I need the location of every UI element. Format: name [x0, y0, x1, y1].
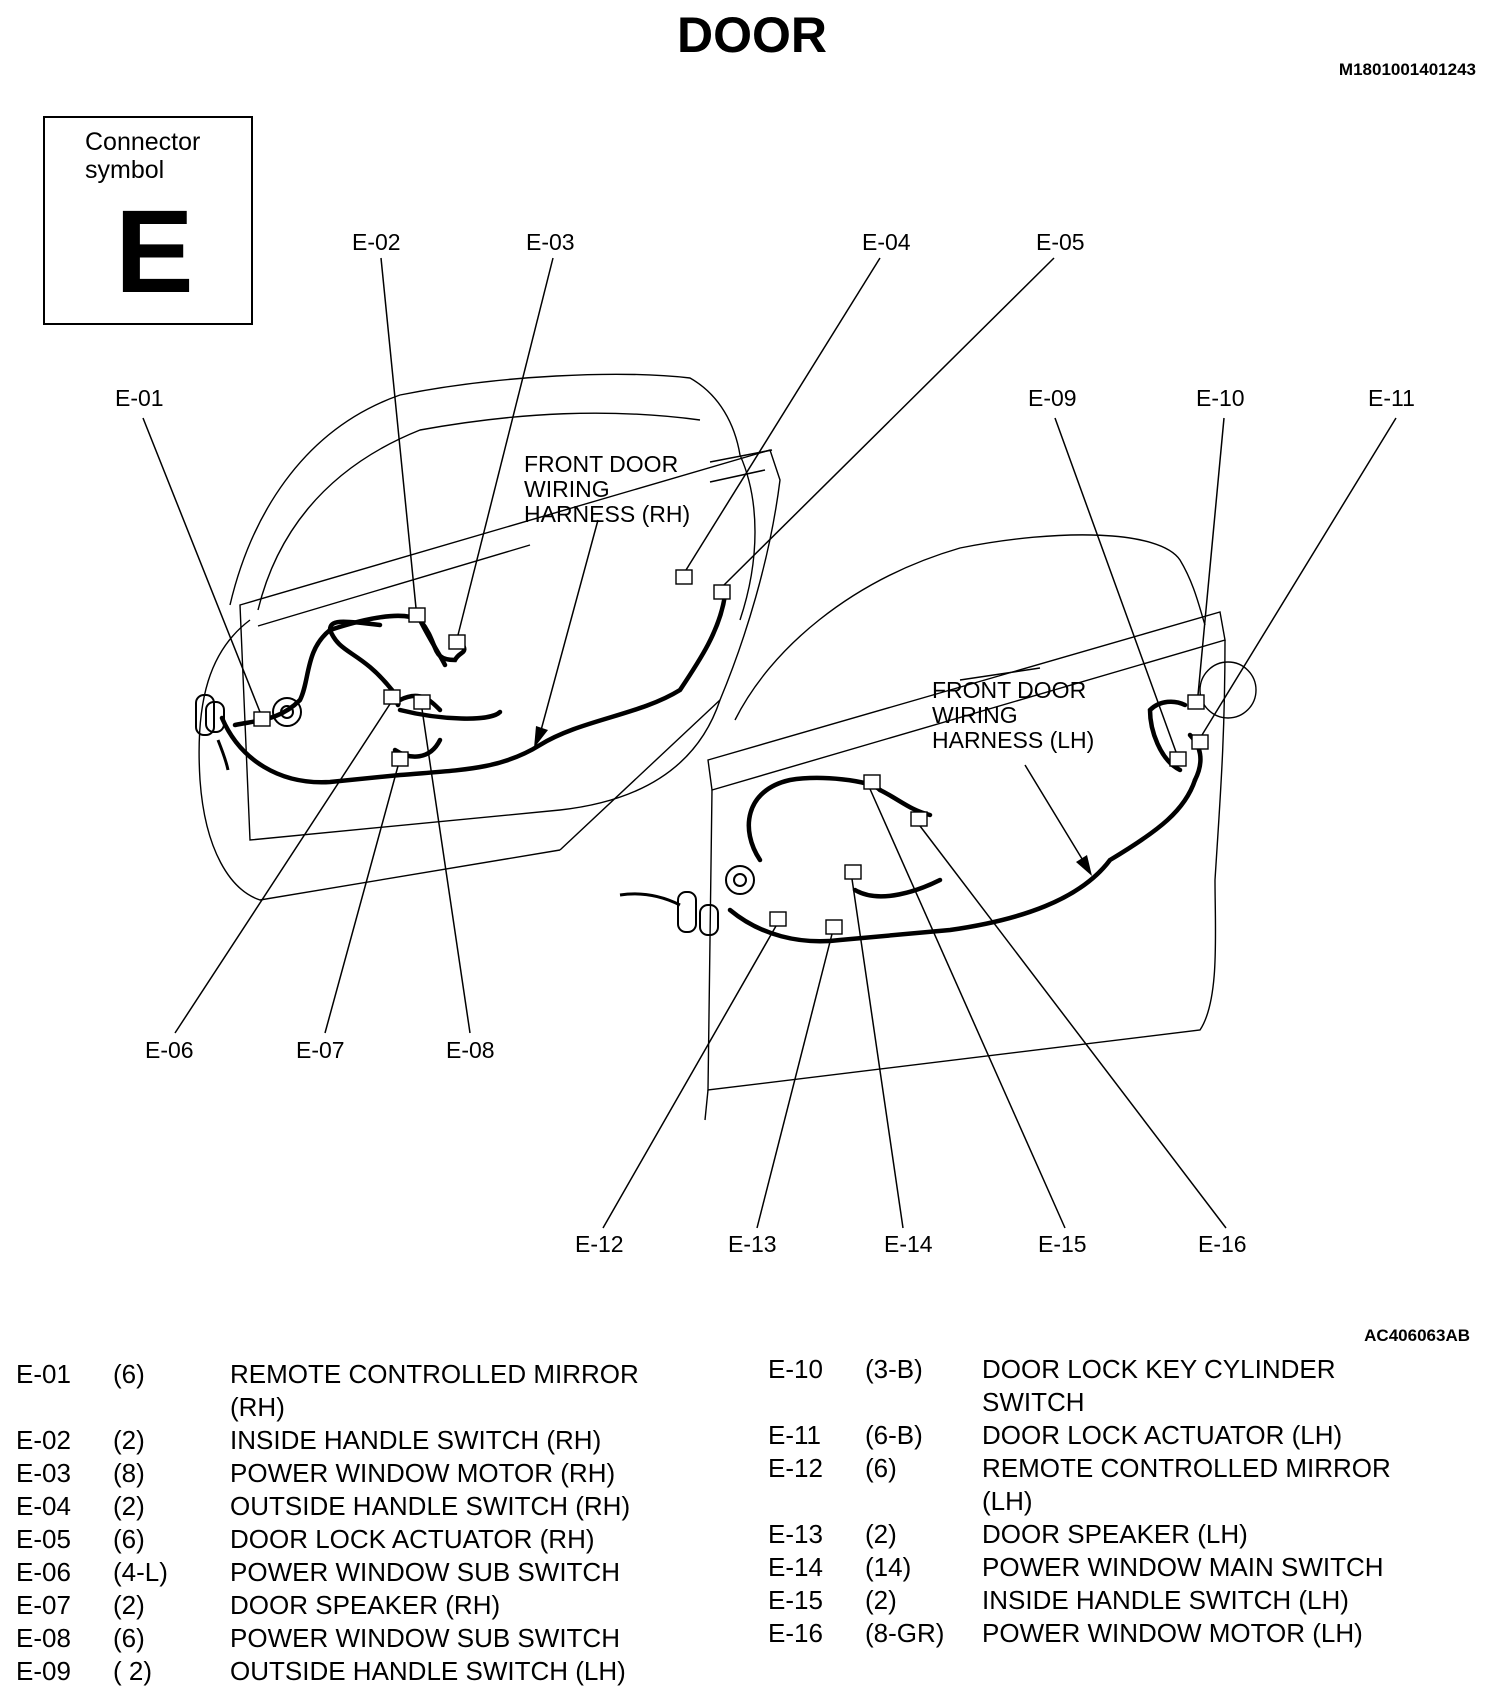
legend-row: E-09 ( 2) OUTSIDE HANDLE SWITCH (LH): [16, 1656, 626, 1686]
harness-label-rh: FRONT DOOR WIRING HARNESS (RH): [524, 451, 690, 527]
figure-id: AC406063AB: [1364, 1326, 1470, 1345]
connector-e05: [713, 584, 731, 600]
legend-row: E-06 (4-L) POWER WINDOW SUB SWITCH: [16, 1557, 620, 1587]
svg-text:FRONT DOOR: FRONT DOOR: [524, 451, 678, 477]
document-id: M1801001401243: [1338, 60, 1476, 79]
svg-text:FRONT DOOR: FRONT DOOR: [932, 677, 1086, 703]
rh-door-outline: [198, 373, 781, 901]
connector-e03: [448, 634, 466, 650]
connector-symbol-letter: E: [115, 186, 194, 318]
callout-e09: E-09: [1028, 385, 1077, 411]
callout-e06: E-06: [145, 1037, 194, 1063]
connector-legend-left: E-01 (6) REMOTE CONTROLLED MIRROR (RH) E…: [16, 1358, 690, 1688]
leader-lines: [142, 257, 1397, 1229]
legend-row: E-08 (6) POWER WINDOW SUB SWITCH: [16, 1623, 620, 1653]
callout-e15: E-15: [1038, 1231, 1087, 1257]
connector-e09: [1169, 751, 1187, 767]
connector-markers: [253, 569, 1209, 935]
callout-e03: E-03: [526, 229, 575, 255]
connector-e02: [408, 607, 426, 623]
legend-row: E-02 (2) INSIDE HANDLE SWITCH (RH): [16, 1425, 602, 1455]
connector-e01: [253, 711, 271, 727]
callout-e10: E-10: [1196, 385, 1245, 411]
connector-e16: [910, 811, 928, 827]
legend-row: E-14 (14) POWER WINDOW MAIN SWITCH: [768, 1552, 1384, 1582]
lh-wiring-harness: [727, 699, 1203, 944]
callout-e07: E-07: [296, 1037, 345, 1063]
legend-row: E-15 (2) INSIDE HANDLE SWITCH (LH): [768, 1585, 1349, 1615]
page-title: DOOR: [677, 7, 827, 63]
callout-e14: E-14: [884, 1231, 933, 1257]
callout-e11: E-11: [1368, 385, 1415, 411]
callout-e13: E-13: [728, 1231, 777, 1257]
harness-label-lh: FRONT DOOR WIRING HARNESS (LH): [932, 677, 1094, 753]
legend-row: E-07 (2) DOOR SPEAKER (RH): [16, 1590, 501, 1620]
callout-e16: E-16: [1198, 1231, 1247, 1257]
connector-legend-right: E-10 (3-B) DOOR LOCK KEY CYLINDER SWITCH…: [768, 1353, 1412, 1650]
legend-row: E-05 (6) DOOR LOCK ACTUATOR (RH): [16, 1524, 595, 1554]
svg-text:HARNESS (LH): HARNESS (LH): [932, 727, 1094, 753]
legend-row: E-13 (2) DOOR SPEAKER (LH): [768, 1519, 1248, 1549]
legend-row: E-03 (8) POWER WINDOW MOTOR (RH): [16, 1458, 616, 1488]
harness-arrows: [534, 726, 1092, 876]
callout-e02: E-02: [352, 229, 401, 255]
legend-row: E-12 (6) REMOTE CONTROLLED MIRROR (LH): [768, 1453, 1391, 1516]
connector-symbol-label: Connector symbol: [85, 128, 201, 184]
callout-e08: E-08: [446, 1037, 495, 1063]
connector-e06: [383, 689, 401, 705]
connector-e08: [413, 694, 431, 710]
callout-e12: E-12: [575, 1231, 624, 1257]
legend-row: E-16 (8-GR) POWER WINDOW MOTOR (LH): [768, 1618, 1363, 1648]
connector-e14: [844, 864, 862, 880]
svg-text:HARNESS (RH): HARNESS (RH): [524, 501, 690, 527]
connector-e11: [1191, 734, 1209, 750]
rh-wiring-harness: [219, 592, 728, 785]
grommets: [195, 694, 755, 936]
svg-text:WIRING: WIRING: [932, 702, 1018, 728]
legend-row: E-10 (3-B) DOOR LOCK KEY CYLINDER SWITCH: [768, 1354, 1336, 1417]
legend-row: E-04 (2) OUTSIDE HANDLE SWITCH (RH): [16, 1491, 631, 1521]
door-wiring-diagram: E-01 E-02 E-03 E-04 E-05 E-06 E-07 E-08 …: [115, 229, 1415, 1257]
connector-e10: [1187, 694, 1205, 710]
callout-e04: E-04: [862, 229, 911, 255]
callout-e05: E-05: [1036, 229, 1085, 255]
callout-labels: E-01 E-02 E-03 E-04 E-05 E-06 E-07 E-08 …: [115, 229, 1415, 1257]
connector-e04: [675, 569, 693, 585]
connector-e13: [825, 919, 843, 935]
svg-text:WIRING: WIRING: [524, 476, 610, 502]
connector-symbol-box: Connector symbol E: [43, 116, 253, 325]
legend-row: E-11 (6-B) DOOR LOCK ACTUATOR (LH): [768, 1420, 1343, 1450]
connector-e07: [391, 751, 409, 767]
lh-door-outline: [704, 534, 1257, 1121]
connector-e12: [769, 911, 787, 927]
callout-e01: E-01: [115, 385, 164, 411]
legend-row: E-01 (6) REMOTE CONTROLLED MIRROR (RH): [16, 1359, 639, 1422]
connector-e15: [863, 774, 881, 790]
